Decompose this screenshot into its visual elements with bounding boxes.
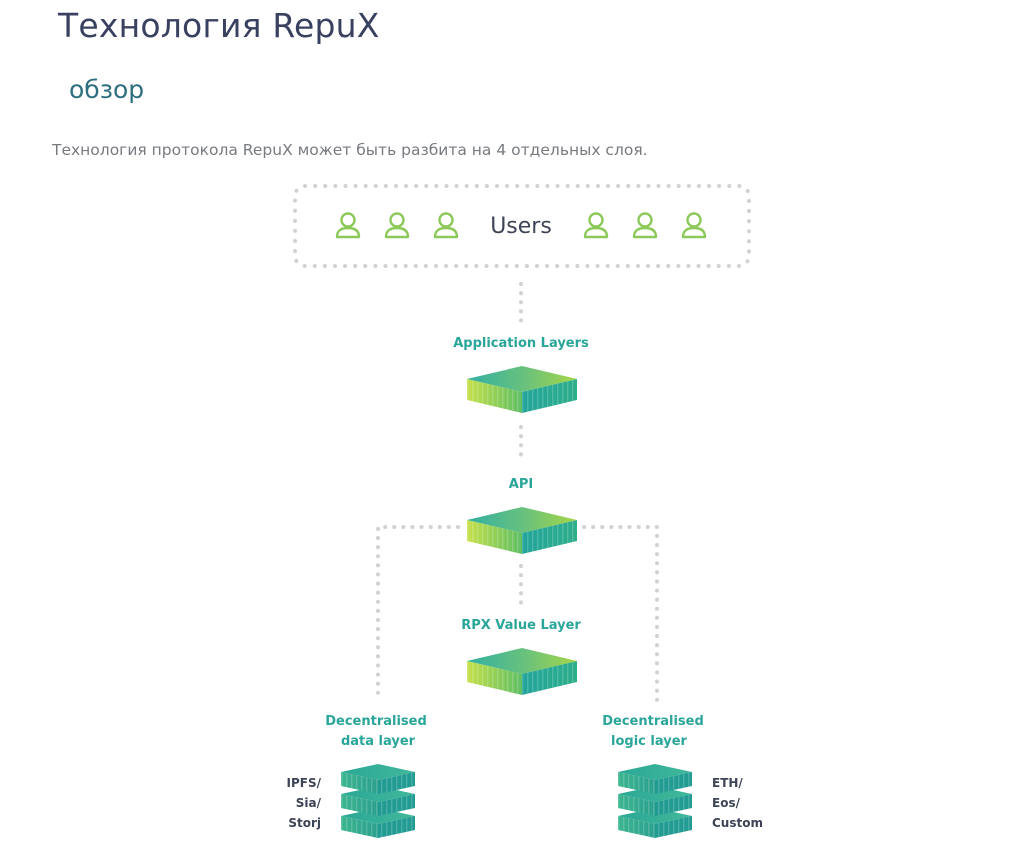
label-data-layer-line1: Decentralised [325,714,427,729]
label-rpx-value-layer: RPX Value Layer [461,618,581,633]
storage-label-line3: Storj [288,816,321,830]
chain-label-line3: Custom [712,816,763,830]
layer-block-icon-api [467,507,577,554]
user-icon-4 [583,212,609,239]
user-icon-5 [632,212,658,239]
section-title: обзор [69,75,145,104]
label-logic-layer-line2: logic layer [611,734,688,749]
label-application-layers: Application Layers [453,336,589,351]
layer-block-icon-application [467,366,577,413]
stacked-blocks-icon-data [341,764,415,838]
user-icon-2 [384,212,410,239]
label-logic-layer-line1: Decentralised [602,714,704,729]
storage-label-line2: Sia/ [296,796,322,810]
intro-text: Технология протокола RepuX может быть ра… [52,141,648,159]
users-label: Users [490,214,552,239]
chain-label-line1: ETH/ [712,776,743,790]
stacked-blocks-icon-logic [618,764,692,838]
storage-label-line1: IPFS/ [287,776,322,790]
user-icon-1 [335,212,361,239]
page-title: Технология RepuX [58,6,380,45]
label-data-layer-line2: data layer [341,734,416,749]
connector-api-data [376,525,460,702]
user-icon-3 [433,212,459,239]
user-icon-6 [681,212,707,239]
connector-api-logic [582,525,659,702]
layer-block-icon-rpx [467,648,577,695]
label-api: API [509,477,533,492]
chain-label-line2: Eos/ [712,796,741,810]
